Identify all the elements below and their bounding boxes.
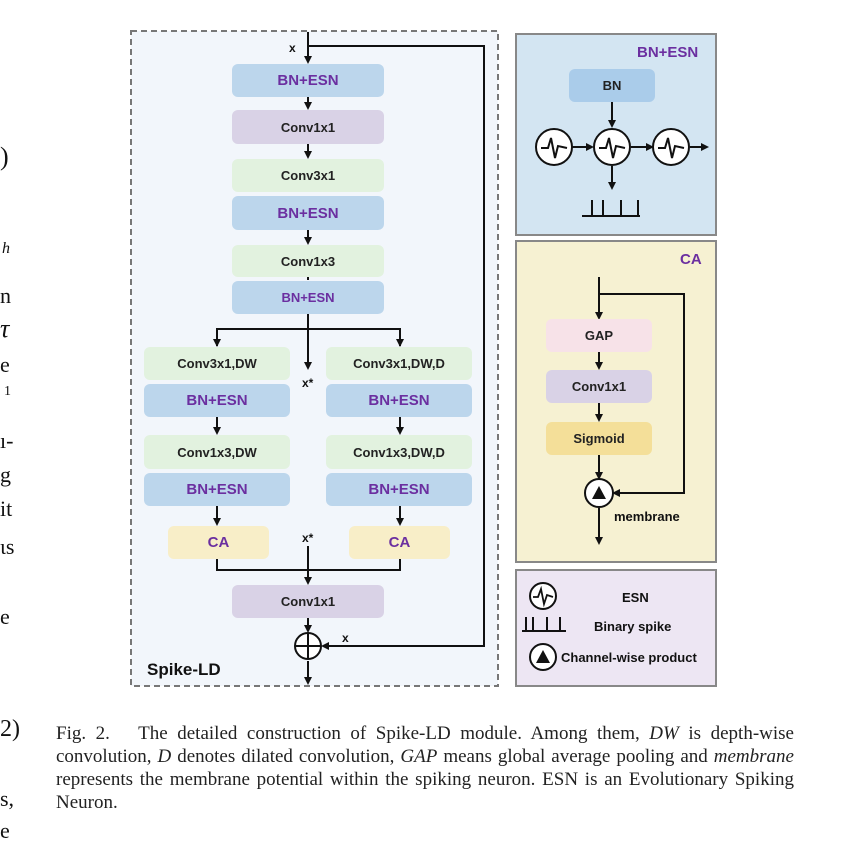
margin-fragment: h: [2, 240, 10, 257]
conv1x3-block: Conv1x3: [232, 245, 384, 277]
margin-fragment: e: [0, 352, 10, 377]
conv3x1-dw-block: Conv3x1,DW: [144, 347, 290, 380]
margin-fragment: s,: [0, 786, 15, 811]
margin-fragment: 2): [0, 716, 20, 742]
margin-fragment: n: [0, 283, 11, 308]
conv3x1-block: Conv3x1: [232, 159, 384, 192]
figure-number: Fig. 2.: [56, 723, 110, 744]
ca-panel-title: CA: [680, 251, 702, 268]
gap-block: GAP: [546, 319, 652, 352]
x-star-label: x*: [302, 531, 314, 545]
sum-icon: [294, 632, 322, 660]
spike-ld-title: Spike-LD: [147, 660, 221, 679]
esn-legend-icon: [529, 582, 557, 610]
margin-fragment: e: [0, 604, 10, 629]
margin-fragment: 1: [4, 384, 11, 399]
margin-fragment: g: [0, 462, 11, 487]
membrane-label: membrane: [614, 509, 680, 524]
channel-product-legend-icon: [529, 643, 557, 671]
bn-esn-panel-title: BN+ESN: [637, 44, 699, 61]
esn-neuron-icon: [535, 128, 573, 166]
bn-esn-block: BN+ESN: [144, 473, 290, 506]
bn-esn-block: BN+ESN: [326, 473, 472, 506]
legend-binary-spike-label: Binary spike: [594, 619, 672, 634]
caption-term: D: [157, 746, 172, 767]
caption-term: GAP: [400, 746, 438, 767]
conv3x1-dw-d-block: Conv3x1,DW,D: [326, 347, 472, 380]
bn-esn-block: BN+ESN: [232, 196, 384, 230]
x-star-label: x*: [302, 376, 314, 390]
caption-term: membrane: [713, 746, 794, 767]
caption-text: denotes dilated convolution,: [171, 746, 401, 767]
binary-spike-legend-icon: [522, 617, 566, 632]
margin-fragment: ı-: [0, 428, 14, 453]
ca-block: CA: [168, 526, 269, 559]
esn-neuron-icon: [652, 128, 690, 166]
margin-fragment: τ: [0, 314, 10, 343]
bn-esn-block: BN+ESN: [144, 384, 290, 417]
caption-term: DW: [649, 723, 679, 744]
ca-block: CA: [349, 526, 450, 559]
caption-text: means global average pooling and: [437, 746, 714, 767]
margin-fragment: e: [0, 818, 10, 843]
sigmoid-block: Sigmoid: [546, 422, 652, 455]
conv1x1-block: Conv1x1: [546, 370, 652, 403]
conv1x1-block: Conv1x1: [232, 585, 384, 618]
caption-text: The detailed construction of Spike-LD mo…: [138, 723, 650, 744]
conv1x1-block: Conv1x1: [232, 110, 384, 144]
figure-caption: Fig. 2. The detailed construction of Spi…: [56, 722, 794, 814]
margin-fragment: ιs: [0, 534, 15, 559]
caption-text: is depth-wise convolution,: [56, 723, 794, 767]
bn-esn-block: BN+ESN: [326, 384, 472, 417]
conv1x3-dw-d-block: Conv1x3,DW,D: [326, 435, 472, 469]
channel-product-icon: [584, 478, 614, 508]
margin-fragment: ): [0, 142, 9, 171]
esn-neuron-icon: [593, 128, 631, 166]
input-x-label: x: [289, 41, 296, 55]
margin-text: ) h n τ e 1 ı- g it ιs e 2) s, e: [0, 0, 20, 860]
bn-esn-block: BN+ESN: [232, 281, 384, 314]
margin-fragment: it: [0, 496, 13, 521]
residual-x-label: x: [342, 631, 349, 645]
bn-block: BN: [569, 69, 655, 102]
legend-esn-label: ESN: [622, 590, 649, 605]
caption-text: represents the membrane potential within…: [56, 769, 794, 813]
bn-esn-block: BN+ESN: [232, 64, 384, 97]
legend-channel-product-label: Channel-wise product: [561, 650, 697, 665]
conv1x3-dw-block: Conv1x3,DW: [144, 435, 290, 469]
